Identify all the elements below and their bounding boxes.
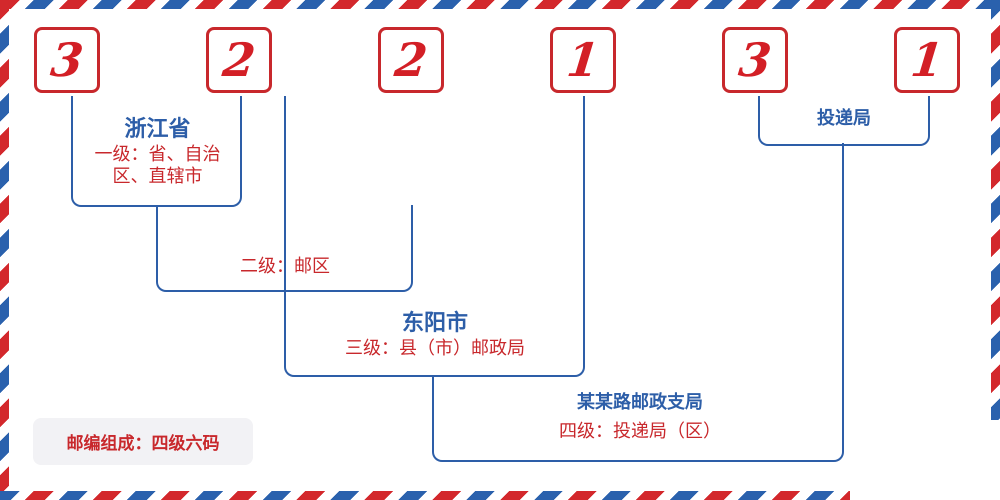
postcode-digit: 1 (908, 33, 946, 87)
postcode-digit: 3 (736, 33, 774, 87)
postcode-digit-box-2: 2 (206, 27, 272, 93)
delivery-name: 投递局 (817, 108, 871, 129)
postcode-digit: 2 (392, 33, 430, 87)
summary-badge: 邮编组成：四级六码 (33, 418, 253, 465)
level-3-label: 东阳市 三级：县（市）邮政局 (300, 310, 570, 360)
level-4-desc: 四级：投递局（区） (559, 420, 721, 442)
branch-name: 某某路邮政支局 (577, 392, 703, 413)
connector-delivery (842, 143, 844, 377)
corner-blank (850, 420, 1000, 500)
postcode-digit-box-1: 3 (34, 27, 100, 93)
postcode-digit-box-6: 1 (894, 27, 960, 93)
postcode-digit: 2 (220, 33, 258, 87)
postcode-digit-box-3: 2 (378, 27, 444, 93)
delivery-label: 投递局 (760, 108, 928, 131)
postcode-digit-box-4: 1 (550, 27, 616, 93)
airmail-stripe-right (991, 0, 1000, 420)
level-1-desc: 一级：省、自治区、直辖市 (94, 143, 221, 188)
level-3-desc: 三级：县（市）邮政局 (345, 337, 525, 359)
province-name: 浙江省 (124, 116, 191, 142)
postcode-digit: 1 (564, 33, 602, 87)
airmail-stripe-top (0, 0, 1000, 9)
airmail-stripe-bottom (0, 491, 1000, 500)
bracket-level-4 (432, 376, 844, 462)
level-4-label: 某某路邮政支局 四级：投递局（区） (440, 392, 840, 443)
bracket-delivery (758, 96, 930, 146)
postcode-digit: 3 (48, 33, 86, 87)
level-1-label: 浙江省 一级：省、自治区、直辖市 (80, 116, 235, 189)
postcode-digit-box-5: 3 (722, 27, 788, 93)
county-name: 东阳市 (401, 310, 468, 336)
airmail-stripe-left (0, 0, 9, 500)
